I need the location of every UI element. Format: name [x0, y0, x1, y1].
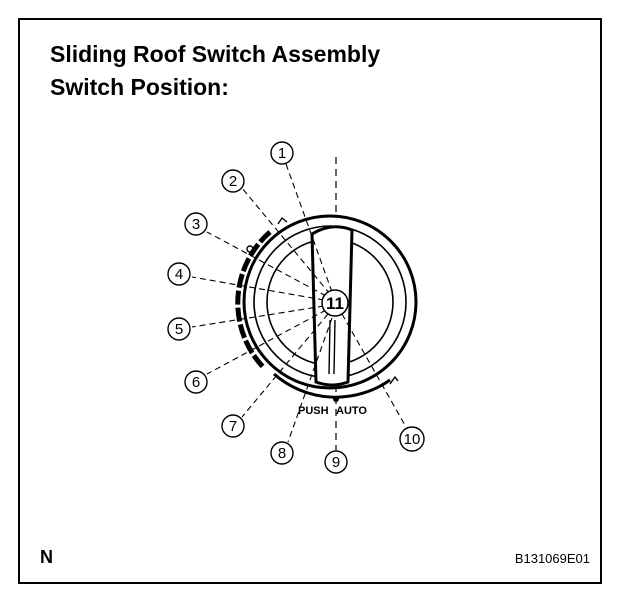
callout-1-label: 1	[278, 145, 286, 162]
callout-10-label: 10	[404, 431, 421, 448]
tilt-symbol-icon	[277, 216, 288, 225]
callout-3: 3	[184, 212, 208, 236]
auto-label: AUTO	[336, 405, 367, 417]
callout-7-label: 7	[229, 418, 237, 435]
callout-4-label: 4	[175, 266, 183, 283]
callout-5: 5	[167, 317, 191, 341]
position-11-label: 11	[326, 294, 344, 313]
callout-6: 6	[184, 370, 208, 394]
callout-9: 9	[324, 450, 348, 474]
position-arc-bottom	[273, 372, 391, 399]
close-symbol-icon	[389, 375, 399, 385]
callout-4: 4	[167, 262, 191, 286]
switch-diagram: 11 PUSH AUTO 1 2 3 4	[167, 141, 425, 474]
callout-6-label: 6	[192, 374, 200, 391]
position-arc-left	[235, 230, 272, 370]
figure-code: B131069E01	[514, 551, 590, 566]
figure-frame: Sliding Roof Switch Assembly Switch Posi…	[18, 18, 602, 584]
callout-7: 7	[221, 414, 245, 438]
slide-symbol-icon	[246, 245, 254, 253]
callout-5-label: 5	[175, 321, 183, 338]
callout-2-label: 2	[229, 173, 237, 190]
figure-title: Sliding Roof Switch Assembly Switch Posi…	[50, 38, 380, 104]
callout-10: 10	[399, 426, 425, 452]
title-line-2: Switch Position:	[50, 74, 229, 100]
figure-marker: N	[40, 547, 53, 567]
position-11-marker	[321, 289, 349, 317]
callout-9-label: 9	[332, 454, 340, 471]
leader-lines	[191, 163, 407, 443]
callout-8: 8	[270, 441, 294, 465]
knob-groove	[328, 319, 331, 375]
push-label: PUSH	[298, 405, 329, 417]
callout-3-label: 3	[192, 216, 200, 233]
auto-dot	[333, 396, 339, 402]
title-line-1: Sliding Roof Switch Assembly	[50, 41, 381, 67]
callout-8-label: 8	[278, 445, 286, 462]
callout-1: 1	[270, 141, 294, 165]
callout-2: 2	[221, 169, 245, 193]
